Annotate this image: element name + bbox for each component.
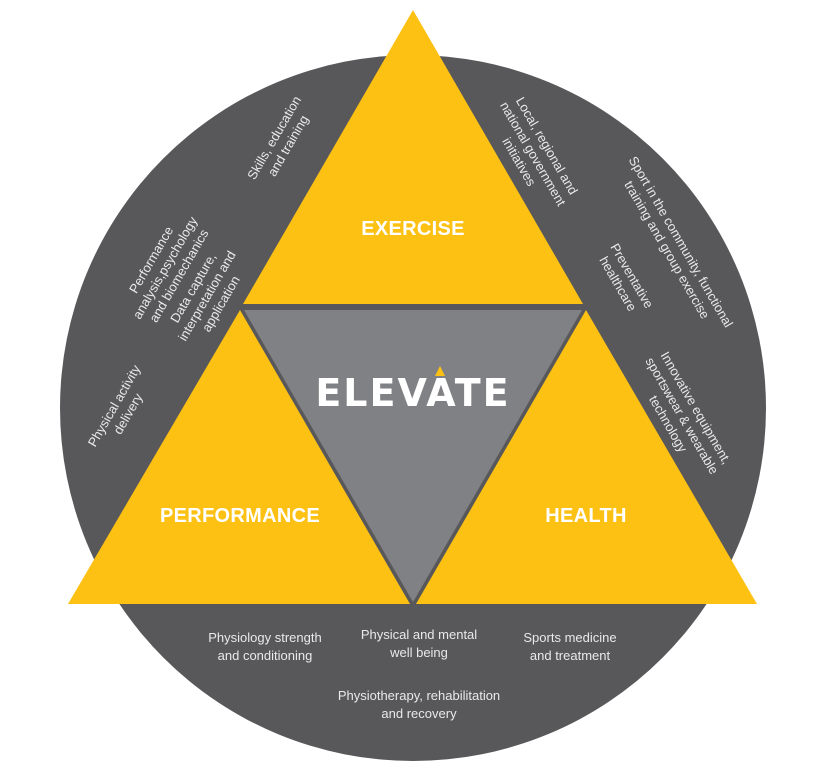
elevate-logo: ELEVATE [315, 366, 510, 415]
svg-text:well being: well being [389, 645, 448, 660]
label-wellbeing: Physical and mental well being [361, 627, 477, 660]
svg-text:and recovery: and recovery [381, 706, 457, 721]
performance-triangle [68, 310, 410, 604]
label-sports-medicine: Sports medicine and treatment [523, 630, 616, 663]
label-physiology: Physiology strength and conditioning [208, 630, 321, 663]
health-title: HEALTH [545, 505, 626, 527]
exercise-title: EXERCISE [361, 218, 465, 240]
center-triangle [244, 310, 582, 602]
exercise-triangle [243, 10, 583, 304]
svg-text:and treatment: and treatment [530, 648, 611, 663]
svg-text:Physical and mental: Physical and mental [361, 627, 477, 642]
label-physiotherapy: Physiotherapy, rehabilitation and recove… [338, 688, 500, 721]
svg-text:and conditioning: and conditioning [218, 648, 313, 663]
svg-text:Sports medicine: Sports medicine [523, 630, 616, 645]
health-triangle [416, 310, 757, 604]
logo-text: ELEVATE [315, 371, 510, 415]
logo-accent-icon [435, 366, 445, 376]
performance-title: PERFORMANCE [160, 505, 320, 527]
svg-text:Physiology strength: Physiology strength [208, 630, 321, 645]
svg-text:Physiotherapy, rehabilitation: Physiotherapy, rehabilitation [338, 688, 500, 703]
